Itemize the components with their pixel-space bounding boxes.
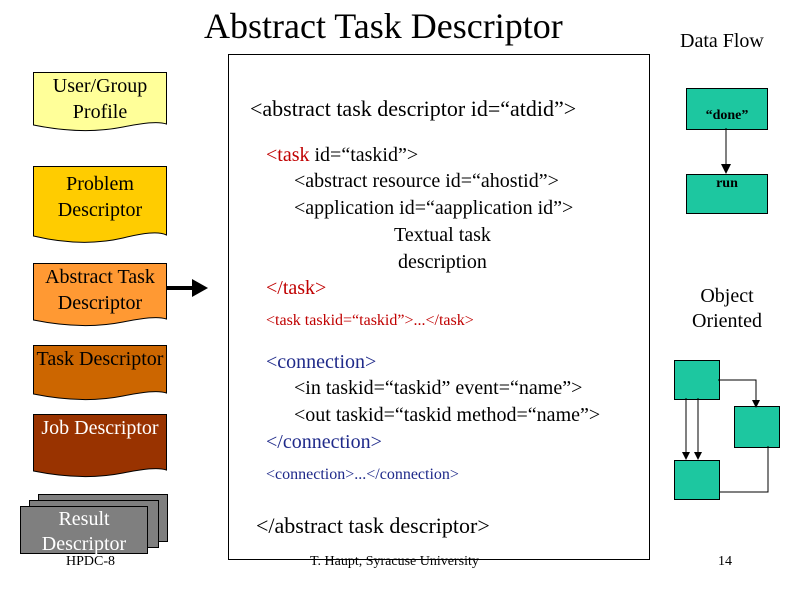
flow-run-box: run	[686, 174, 768, 214]
page-title: Abstract Task Descriptor	[204, 6, 563, 46]
doc-label: User/Group Profile	[52, 75, 148, 123]
footer-left: HPDC-8	[66, 554, 116, 569]
data-flow-title: Data Flow	[680, 30, 764, 52]
doc-job-descriptor: Job Descriptor	[33, 414, 167, 467]
doc-label: Problem Descriptor	[57, 173, 143, 221]
footer-center: T. Haupt, Syracuse University	[310, 554, 479, 569]
code-task-close: </task>	[266, 277, 327, 299]
code-line-root: <abstract task descriptor id=“atdid”>	[250, 96, 577, 121]
descriptor-code-box	[228, 54, 650, 560]
flow-done-label: “done”	[705, 108, 749, 123]
object-oriented-title: Object Oriented	[692, 285, 762, 332]
page-number: 14	[718, 554, 732, 569]
doc-wave	[33, 119, 167, 132]
flow-arrow	[721, 128, 731, 174]
doc-task-descriptor: Task Descriptor	[33, 345, 167, 390]
doc-wave	[33, 314, 167, 327]
code-out-line: <out taskid=“taskid method=“name”>	[294, 404, 601, 426]
flow-run-label: run	[716, 176, 738, 191]
doc-wave	[33, 388, 167, 401]
doc-problem-descriptor: Problem Descriptor	[33, 166, 167, 231]
flow-done-box: “done”	[686, 88, 768, 130]
code-task-open: <task id=“taskid”>	[266, 144, 418, 167]
code-textual-task: Textual task	[394, 224, 491, 246]
code-description: description	[398, 251, 487, 273]
doc-user-group-profile: User/Group Profile	[33, 72, 167, 123]
task-attr: id=“taskid”>	[309, 144, 419, 166]
code-abstract-resource: <abstract resource id=“ahostid”>	[294, 170, 559, 192]
doc-label: Job Descriptor	[41, 417, 159, 439]
doc-abstract-task-descriptor: Abstract Task Descriptor	[33, 263, 167, 316]
doc-wave	[33, 465, 167, 478]
code-connection-short: <connection>...</connection>	[266, 466, 459, 483]
doc-label: Result Descriptor	[20, 506, 148, 555]
doc-result-descriptor: Result Descriptor	[20, 494, 170, 560]
object-box-right	[734, 406, 780, 448]
code-connection-open: <connection>	[266, 351, 377, 373]
code-application: <application id=“aapplication id”>	[294, 197, 574, 219]
task-tag: <task	[266, 144, 310, 166]
doc-label: Task Descriptor	[36, 348, 164, 370]
object-box-bottom	[674, 460, 720, 500]
doc-label: Abstract Task Descriptor	[45, 266, 155, 314]
code-task-short: <task taskid=“taskid”>...</task>	[266, 312, 474, 329]
code-line-end: </abstract task descriptor>	[256, 513, 490, 538]
code-connection-close: </connection>	[266, 431, 382, 453]
object-connections	[682, 379, 769, 493]
code-in-line: <in taskid=“taskid” event=“name”>	[294, 377, 583, 399]
arrow-icon	[166, 279, 208, 297]
doc-wave	[33, 229, 167, 243]
